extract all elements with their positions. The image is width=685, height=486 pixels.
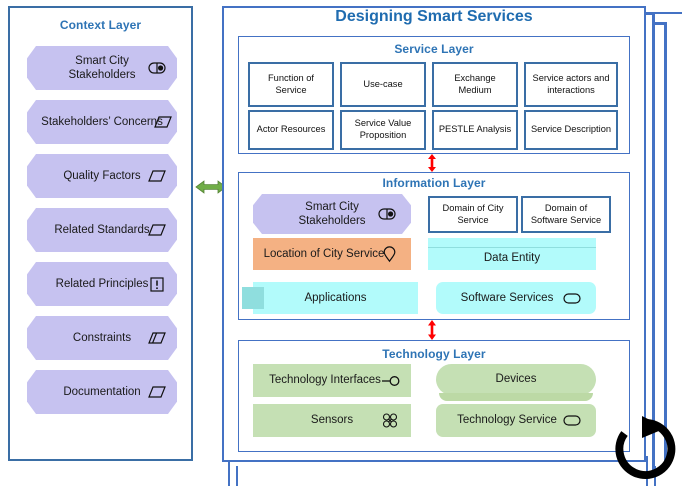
context-item-label: Quality Factors (63, 169, 141, 182)
tech-element-label: Devices (495, 373, 537, 386)
service-cell-service-value-proposition[interactable]: Service Value Proposition (340, 110, 426, 150)
circular-refresh-icon (612, 416, 678, 482)
information-layer-title: Information Layer (382, 176, 486, 190)
feedback-loop-top-a (640, 12, 655, 15)
principle-icon (147, 276, 167, 292)
driver-icon (147, 384, 167, 400)
context-layer-title: Context Layer (59, 18, 142, 32)
context-item-stakeholders-concerns[interactable]: Stakeholders’ Concerns (27, 100, 177, 144)
stakeholder-icon (147, 60, 167, 76)
info-applications[interactable]: Applications (242, 282, 418, 314)
info-element-label: Location of City Service (263, 247, 385, 260)
info-element-label: Domain of Software Service (530, 202, 602, 225)
tech-technology-interfaces[interactable]: Technology Interfaces (253, 364, 411, 397)
service-cell-function-of-service[interactable]: Function of Service (248, 62, 334, 107)
page-title: Designing Smart Services (335, 8, 533, 25)
driver-icon (153, 114, 173, 130)
info-location-of-city-service[interactable]: Location of City Service (253, 238, 411, 270)
interface-icon (381, 373, 401, 389)
service-cell-label: PESTLE Analysis (438, 124, 512, 135)
service-cell-label: Service actors and interactions (532, 72, 610, 95)
location-pin-icon (379, 246, 399, 263)
red-double-arrow-service-information (425, 154, 439, 172)
technology-layer-title: Technology Layer (382, 347, 486, 361)
info-data-entity[interactable]: Data Entity (428, 238, 596, 270)
feedback-loop-right-tall (652, 12, 682, 482)
feedback-loop-middle (228, 456, 648, 486)
service-oval-icon (562, 413, 582, 429)
service-cell-service-actors-and-interactions[interactable]: Service actors and interactions (524, 62, 618, 107)
service-oval-icon (562, 290, 582, 306)
service-cell-label: Actor Resources (256, 124, 326, 135)
feedback-loop-right-line-a (652, 12, 655, 470)
tech-devices[interactable]: Devices (436, 364, 596, 401)
feedback-loop-right-line-b (664, 22, 667, 470)
service-cell-actor-resources[interactable]: Actor Resources (248, 110, 334, 150)
context-item-label: Stakeholders’ Concerns (41, 115, 163, 128)
info-element-label: Applications (304, 291, 367, 304)
tech-element-label: Sensors (310, 414, 354, 427)
object-header-bar (428, 238, 596, 248)
component-notch-bottom-icon (242, 298, 264, 309)
service-cell-exchange-medium[interactable]: Exchange Medium (432, 62, 518, 107)
info-domain-of-city-service[interactable]: Domain of City Service (428, 196, 518, 233)
stakeholder-icon (377, 206, 397, 222)
info-software-services[interactable]: Software Services (436, 282, 596, 314)
context-item-quality-factors[interactable]: Quality Factors (27, 154, 177, 198)
info-domain-of-software-service[interactable]: Domain of Software Service (521, 196, 611, 233)
node-base-icon (439, 393, 593, 401)
component-notch-top-icon (242, 287, 264, 298)
info-element-label: Domain of City Service (442, 202, 504, 225)
service-cell-service-description[interactable]: Service Description (524, 110, 618, 150)
service-cell-pestle-analysis[interactable]: PESTLE Analysis (432, 110, 518, 150)
red-double-arrow-information-technology (425, 320, 439, 340)
service-cell-label: Exchange Medium (454, 72, 496, 95)
driver-icon (147, 222, 167, 238)
tech-sensors[interactable]: Sensors (253, 404, 411, 437)
tech-element-label: Technology Interfaces (269, 374, 381, 387)
driver-icon (147, 168, 167, 184)
service-cell-use-case[interactable]: Use-case (340, 62, 426, 107)
feedback-loop-top-b (652, 22, 667, 25)
context-item-related-standards[interactable]: Related Standards (27, 208, 177, 252)
service-cell-label: Use-case (363, 78, 403, 89)
context-item-label: Related Standards (54, 223, 150, 236)
info-element-label: Data Entity (483, 251, 541, 264)
context-item-label: Documentation (63, 385, 141, 398)
context-item-label: Related Principles (55, 277, 149, 290)
info-element-label: Software Services (460, 291, 554, 304)
constraint-icon (147, 330, 167, 346)
service-cell-label: Service Value Proposition (354, 118, 412, 140)
context-item-documentation[interactable]: Documentation (27, 370, 177, 414)
context-item-related-principles[interactable]: Related Principles (27, 262, 177, 306)
context-item-constraints[interactable]: Constraints (27, 316, 177, 360)
sensor-icon (381, 412, 399, 430)
tech-technology-service[interactable]: Technology Service (436, 404, 596, 437)
service-cell-label: Function of Service (268, 72, 314, 95)
tech-element-label: Technology Service (457, 414, 557, 427)
service-cell-label: Service Description (530, 124, 612, 135)
context-item-label: Constraints (72, 331, 132, 344)
service-layer-title: Service Layer (394, 42, 474, 56)
